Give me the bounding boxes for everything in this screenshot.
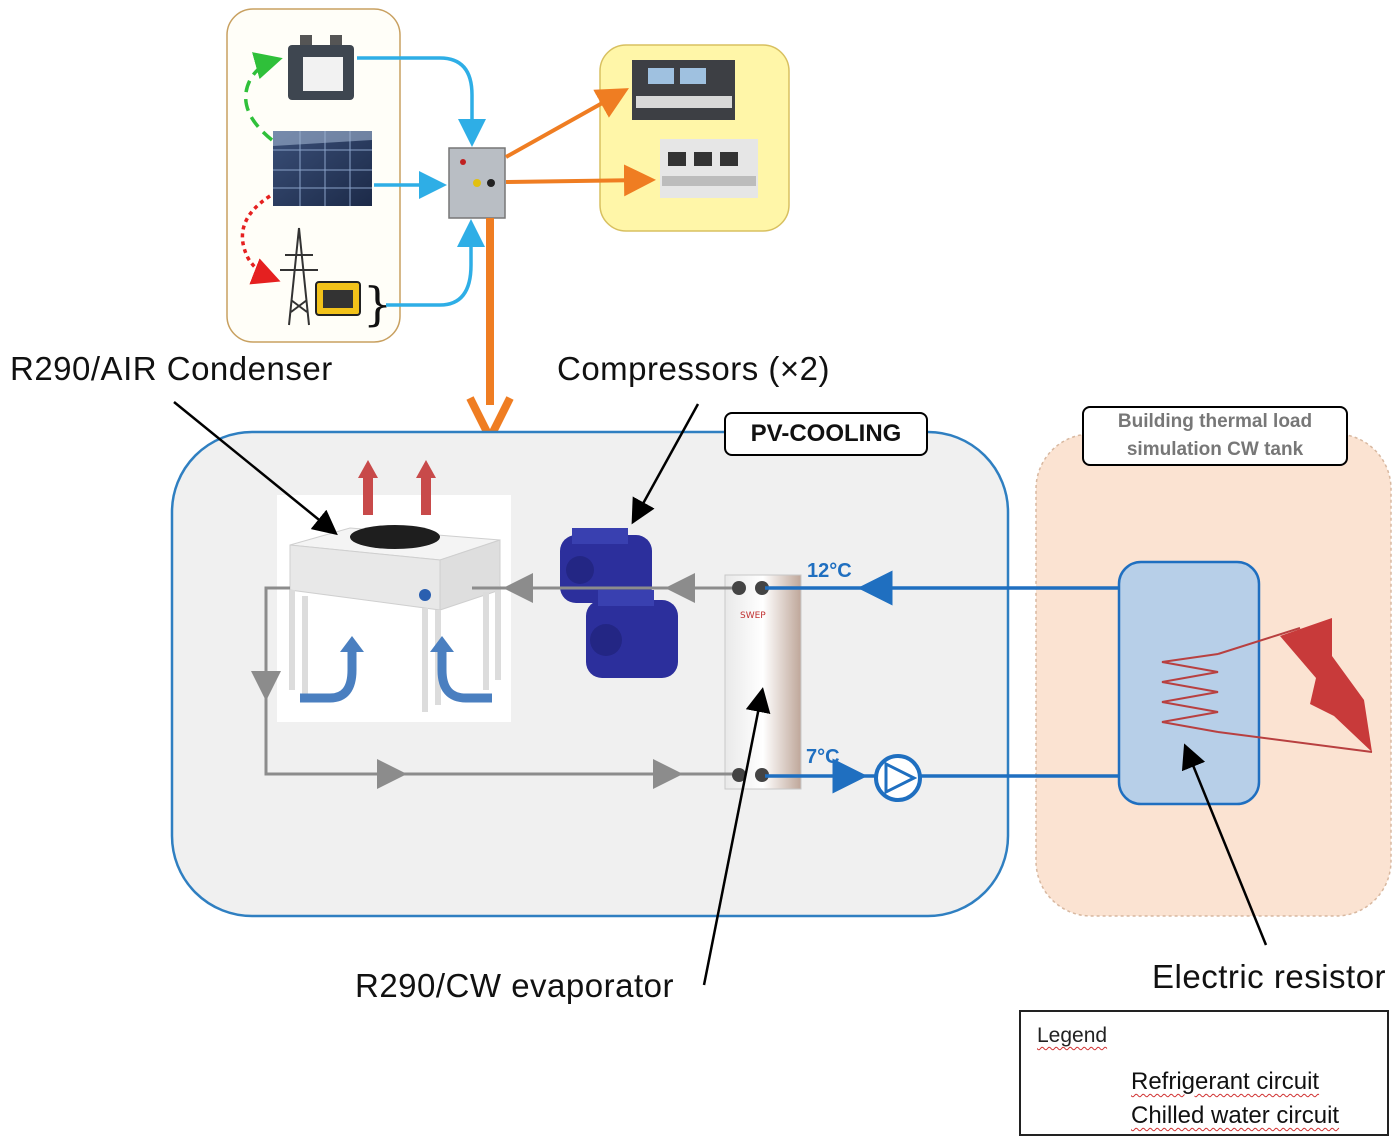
solar-to-grid-arrow [240,194,281,285]
cold-air-arrowheads [340,636,454,652]
control-box-icon [448,147,506,219]
compressors-label: Compressors (×2) [557,350,830,387]
outlet-temperature: 7°C [806,746,840,768]
compressors-pointer [631,403,700,525]
building-title: Building thermal load simulation CW tank [1082,406,1348,466]
compressors-icon [560,528,678,678]
battery-to-controller-arrow [357,56,486,147]
power-pylon-icon [280,227,318,326]
evaporator-hx: SWEP [724,574,802,790]
resistor-label: Electric resistor [1152,958,1387,995]
evaporator-label: R290/CW evaporator [355,967,674,1004]
cw-tank [1117,560,1261,806]
legend-refrigerant-label: Refrigerant circuit [1131,1068,1320,1095]
building-title-line1: Building thermal load [1117,411,1313,432]
condenser-unit [277,495,511,722]
resistor-pointer [1181,743,1268,946]
pv-cooling-title: PV-COOLING [724,412,928,456]
condenser-pointer [173,401,338,536]
pump-icon [874,754,922,802]
inlet-temperature: 12°C [807,560,852,582]
resistor-coil [1161,653,1219,733]
controller-to-room1-arrow [505,88,629,159]
building-title-line2: simulation CW tank [1126,439,1304,460]
generator-icon [315,281,361,316]
legend-title: Legend [1037,1024,1108,1047]
evaporator-pointer [702,687,771,986]
battery-icon [288,35,354,100]
hot-air-arrows [358,460,436,515]
resistor-wires [1217,627,1373,753]
solar-panel-icon [273,131,372,206]
lightning-icon [1280,618,1372,752]
control-room-photo-2 [660,139,758,198]
control-room-photo-1 [632,60,735,120]
controller-to-room2-arrow [505,164,656,197]
cold-air-arrows [300,648,492,703]
solar-to-battery-arrow [244,52,283,142]
condenser-label: R290/AIR Condenser [10,350,333,387]
legend-box: Legend Refrigerant circuit Chilled water… [1019,1010,1389,1136]
svg-text:SWEP: SWEP [740,611,766,621]
legend-chilled-water-label: Chilled water circuit [1131,1102,1340,1129]
grid-to-controller-arrow [386,219,485,307]
